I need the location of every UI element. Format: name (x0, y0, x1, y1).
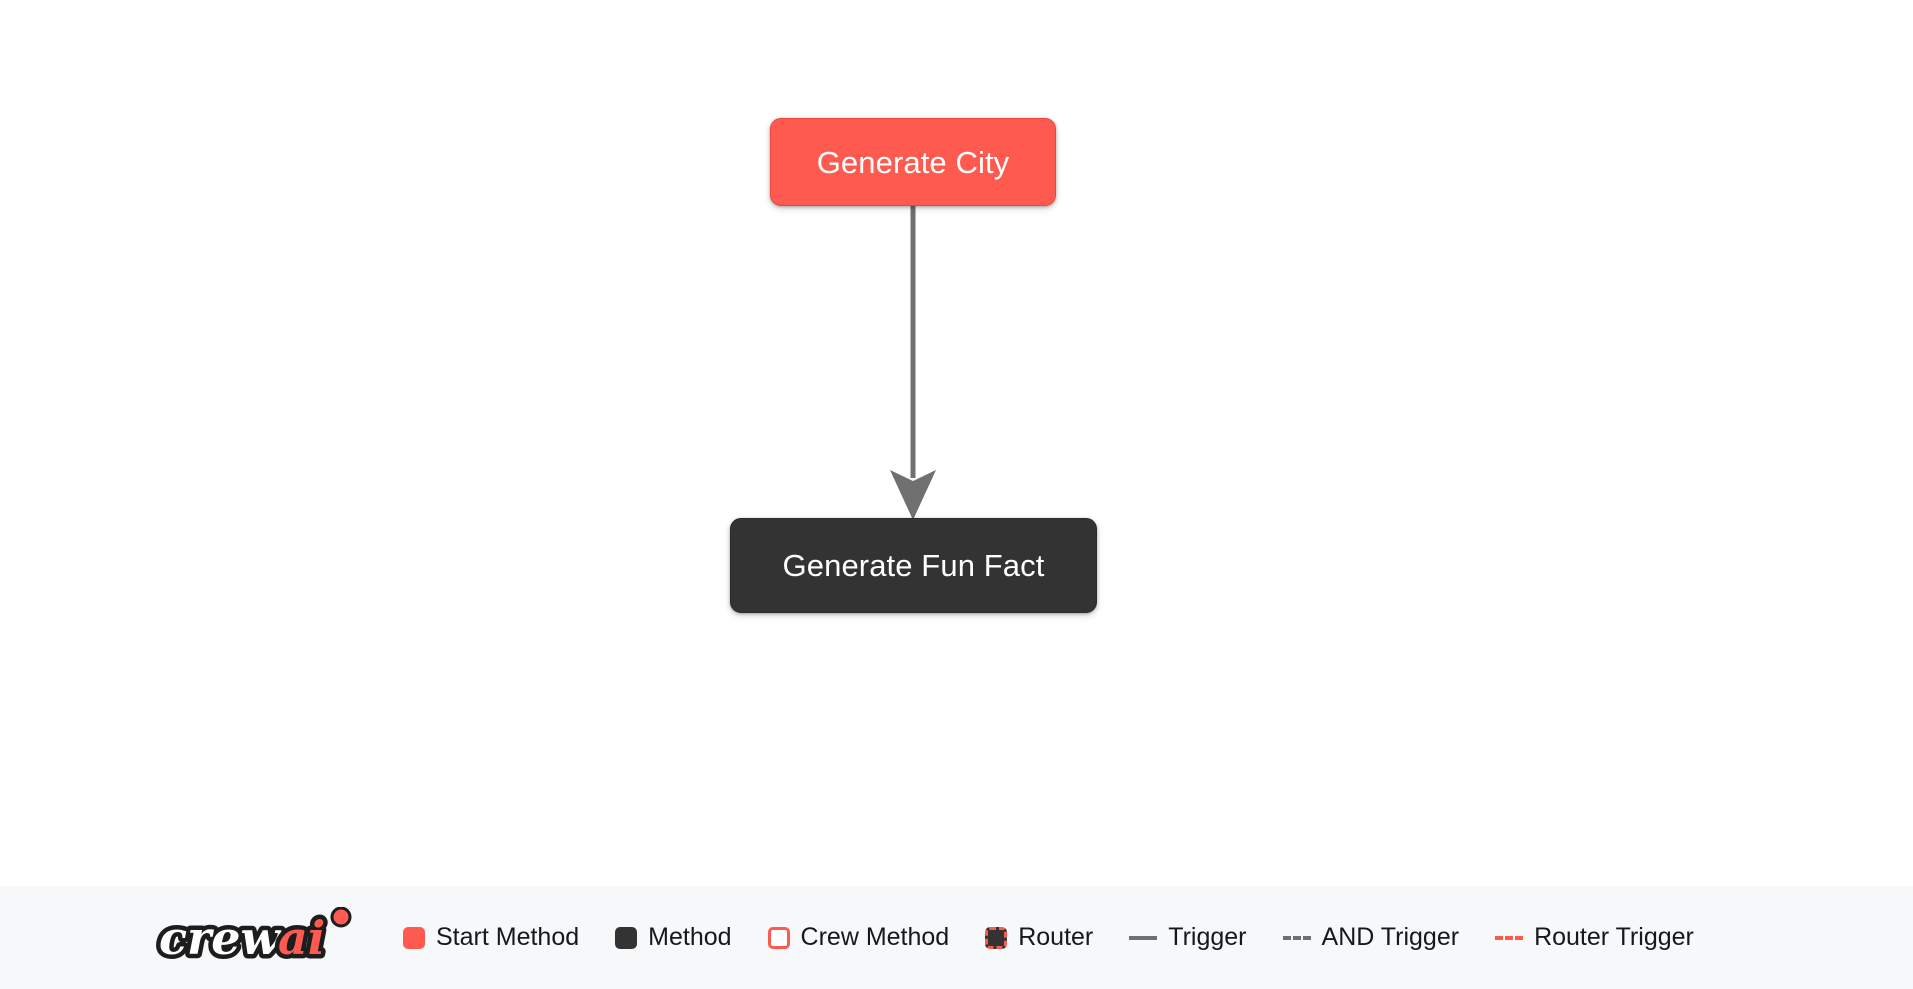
legend-label: Start Method (436, 923, 580, 951)
solid-gray-line-icon (1129, 935, 1158, 940)
edge-city-to-funfact (890, 206, 936, 520)
legend-label: Trigger (1168, 923, 1247, 951)
legend-item-router-trigger[interactable]: Router Trigger (1495, 925, 1694, 950)
logo-dot-icon (330, 906, 352, 927)
flow-node-label: Generate City (816, 144, 1010, 180)
logo-word-crew: crew (159, 911, 282, 965)
legend-label: Router Trigger (1534, 923, 1694, 951)
legend-label: Router (1018, 923, 1094, 951)
filled-dark-square-icon (615, 926, 638, 949)
crewai-logo[interactable]: crew ai (155, 906, 367, 969)
filled-red-square-icon (403, 926, 425, 949)
legend-item-crew-method[interactable]: Crew Method (767, 923, 950, 951)
legend-item-and-trigger[interactable]: AND Trigger (1282, 923, 1460, 951)
legend-label: Method (648, 923, 732, 951)
dashed-gray-line-icon (1282, 935, 1311, 940)
legend-label: AND Trigger (1321, 923, 1460, 951)
flow-node-label: Generate Fun Fact (782, 548, 1045, 583)
flow-node-generate-fun-fact[interactable]: Generate Fun Fact (730, 518, 1097, 613)
legend-item-router[interactable]: Router (985, 925, 1093, 950)
legend-items: Start Method Method Crew Method Router T… (403, 925, 1694, 950)
legend-label: Crew Method (800, 923, 950, 951)
flow-canvas[interactable]: Generate City Generate Fun Fact (0, 0, 1913, 886)
legend-item-method[interactable]: Method (615, 923, 732, 951)
legend-item-trigger[interactable]: Trigger (1129, 923, 1247, 951)
flow-node-generate-city[interactable]: Generate City (770, 118, 1056, 206)
dashed-red-border-square-icon (985, 926, 1008, 949)
edge-arrowhead-icon (890, 470, 936, 520)
outlined-red-square-icon (767, 926, 790, 949)
legend-item-start-method[interactable]: Start Method (403, 925, 579, 950)
dashed-red-line-icon (1495, 935, 1524, 940)
legend-bar: crew ai Start Method Method Crew Method (0, 886, 1913, 989)
logo-word-ai: ai (278, 911, 325, 965)
